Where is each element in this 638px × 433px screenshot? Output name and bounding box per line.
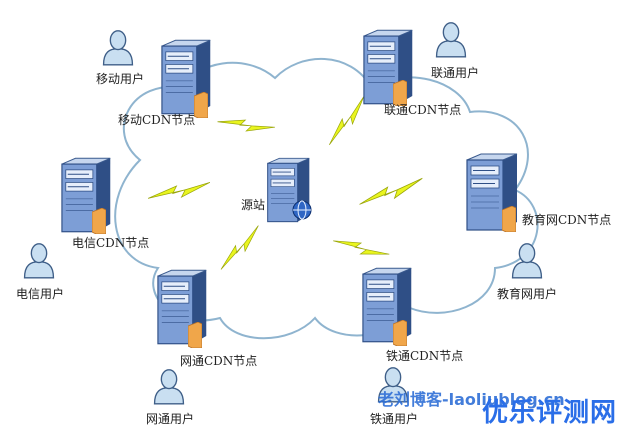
user-telecom-icon	[23, 243, 55, 279]
node-label-education: 教育网CDN节点	[522, 213, 612, 227]
user-label-mobile: 移动用户	[96, 72, 145, 86]
server-mobile	[161, 39, 211, 118]
node-label-mobile: 移动CDN节点	[118, 113, 196, 127]
node-label-netcom: 网通CDN节点	[180, 354, 258, 368]
user-label-unicom: 联通用户	[431, 66, 480, 80]
user-mobile-icon	[102, 30, 134, 66]
server-netcom	[157, 269, 207, 348]
user-label-railcom: 铁通用户	[370, 412, 419, 426]
node-label-telecom: 电信CDN节点	[72, 236, 150, 250]
server-telecom	[61, 157, 111, 234]
watermark-brand: 优乐评测网	[482, 398, 618, 428]
user-label-telecom: 电信用户	[16, 287, 65, 301]
user-label-education: 教育网用户	[497, 287, 558, 301]
server-railcom	[362, 267, 412, 346]
server-origin	[267, 157, 312, 223]
user-netcom-icon	[153, 369, 185, 405]
watermark-blog: 老刘博客-laoliublog.cn	[378, 390, 565, 409]
server-unicom	[363, 29, 413, 106]
user-unicom-icon	[435, 22, 467, 58]
node-label-railcom: 铁通CDN节点	[386, 349, 464, 363]
server-education	[466, 153, 518, 232]
node-label-unicom: 联通CDN节点	[384, 103, 462, 117]
user-label-netcom: 网通用户	[146, 412, 195, 426]
node-label-origin: 源站	[241, 198, 266, 212]
